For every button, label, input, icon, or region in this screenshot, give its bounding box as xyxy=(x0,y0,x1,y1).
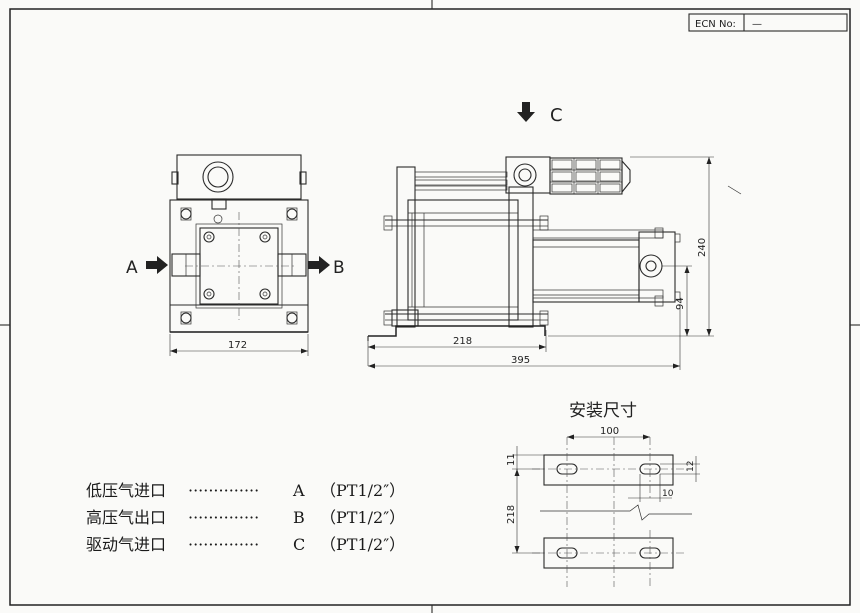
view-c-arrow: C xyxy=(517,102,563,126)
flange-bolts xyxy=(203,214,271,300)
view-c-label: C xyxy=(550,105,563,126)
legend-row-b: 高压气出口 ·············· B （PT1/2″） xyxy=(86,508,405,527)
dimension-front-width: 172 xyxy=(169,334,309,356)
dim-10: 10 xyxy=(662,489,674,499)
dimension-218: 218 xyxy=(367,330,547,366)
port-b-label: B xyxy=(333,258,345,278)
legend-port: A xyxy=(292,481,305,500)
dimension-395: 395 xyxy=(368,306,681,370)
port-a-arrow: A xyxy=(126,256,168,278)
front-view xyxy=(169,154,309,333)
legend-name: 高压气出口 xyxy=(86,508,166,527)
legend-port: B xyxy=(293,508,305,527)
dim-395: 395 xyxy=(511,355,530,366)
dim-240: 240 xyxy=(697,238,708,257)
legend-dots: ·············· xyxy=(188,508,259,527)
mounting-title: 安装尺寸 xyxy=(569,401,637,421)
dim-218-side: 218 xyxy=(453,336,472,347)
legend-row-a: 低压气进口 ·············· A （PT1/2″） xyxy=(86,481,405,500)
ecn-label: ECN No: xyxy=(695,19,736,30)
legend-dots: ·············· xyxy=(188,481,259,500)
ecn-box: ECN No: — xyxy=(688,13,848,32)
dimension-240: 240 xyxy=(548,156,714,337)
dim-11: 11 xyxy=(506,453,517,466)
legend-dots: ·············· xyxy=(188,535,259,554)
legend-row-c: 驱动气进口 ·············· C （PT1/2″） xyxy=(86,535,405,554)
port-b-arrow: B xyxy=(308,256,345,278)
port-legend: 低压气进口 ·············· A （PT1/2″） 高压气出口 ··… xyxy=(86,481,405,554)
dimension-94: 94 xyxy=(662,265,692,336)
legend-name: 驱动气进口 xyxy=(86,535,166,554)
dim-218-mount: 218 xyxy=(506,505,517,524)
legend-spec: （PT1/2″） xyxy=(320,535,405,554)
legend-name: 低压气进口 xyxy=(86,481,166,500)
dim-94: 94 xyxy=(675,297,686,310)
ecn-value: — xyxy=(752,19,762,30)
side-view xyxy=(367,156,681,341)
mounting-dimensions: 安装尺寸 100 11 218 xyxy=(506,401,700,587)
muffler xyxy=(549,157,631,195)
legend-spec: （PT1/2″） xyxy=(320,508,405,527)
dim-12: 12 xyxy=(686,461,696,472)
legend-spec: （PT1/2″） xyxy=(320,481,405,500)
legend-port: C xyxy=(293,535,305,554)
dim-100: 100 xyxy=(600,426,619,437)
port-a-label: A xyxy=(126,258,138,278)
dim-172: 172 xyxy=(228,340,247,351)
